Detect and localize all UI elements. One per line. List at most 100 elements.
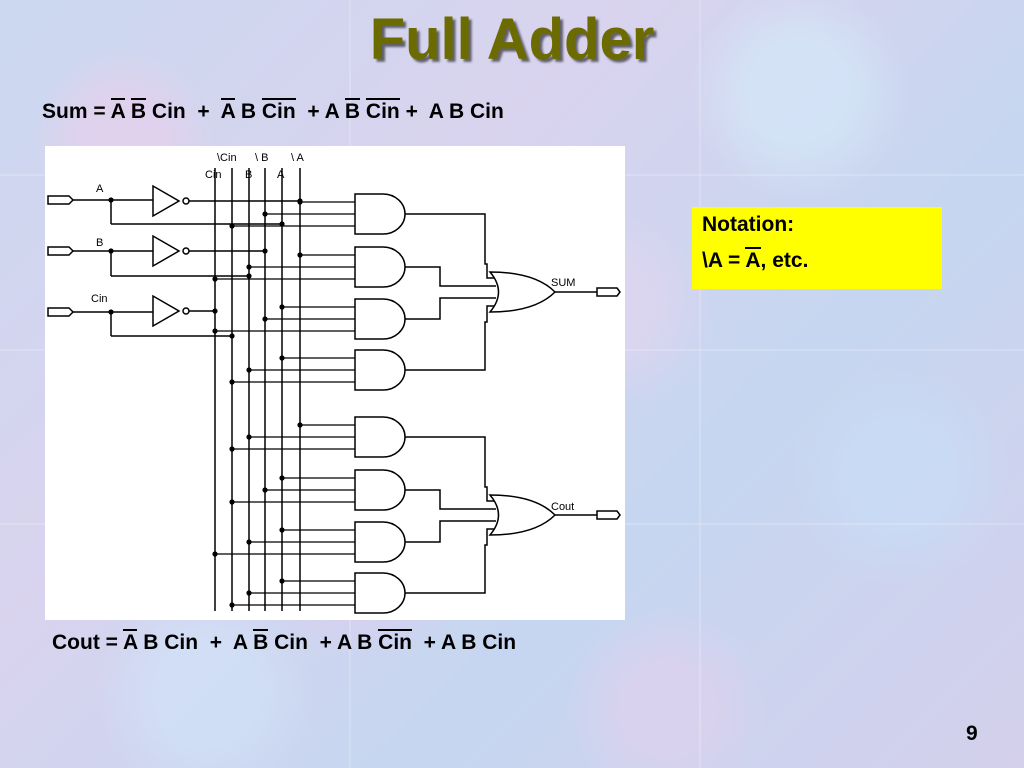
and-gate [354, 193, 406, 235]
junction-dot [212, 276, 218, 282]
notation-line: \A = A, etc. [702, 247, 932, 273]
sum-term-not-b: B [130, 98, 147, 123]
junction-dot [212, 308, 218, 314]
and-gate [354, 521, 406, 563]
bus-label-not-b: \ B [255, 152, 268, 164]
bus-label-b: B [245, 169, 252, 181]
junction-dot [262, 316, 268, 322]
junction-dot [279, 578, 285, 584]
junction-dot [279, 221, 285, 227]
junction-dot [108, 197, 114, 203]
junction-dot [229, 499, 235, 505]
sum-equation: Sum = A B Cin + A B Cin + A B Cin + A B … [42, 98, 504, 124]
bus-label-not-a: \ A [291, 152, 305, 164]
junction-dot [279, 355, 285, 361]
junction-dot [246, 367, 252, 373]
sum-term-not-a: A [110, 98, 126, 123]
junction-dot [297, 198, 303, 204]
cout-plus: + [423, 631, 436, 654]
and-gate [354, 469, 406, 511]
notation-heading: Notation: [702, 213, 795, 236]
slide-title: Full Adder [369, 7, 655, 72]
junction-dot [212, 551, 218, 557]
sum-plus: + [197, 100, 210, 123]
junction-dot [229, 379, 235, 385]
and-gate [354, 349, 406, 391]
bus-label-not-cin: \Cin [217, 152, 237, 164]
sum-term-a: A [324, 100, 340, 123]
junction-dot [212, 328, 218, 334]
sum-term-b: B [240, 100, 256, 123]
junction-dot [262, 211, 268, 217]
cout-plus: + [209, 631, 222, 654]
cout-term-ab: A B [336, 631, 373, 654]
junction-dot [108, 309, 114, 315]
and-gate [354, 416, 406, 458]
cout-plus: + [319, 631, 332, 654]
and-gate [354, 246, 406, 288]
junction-dot [297, 252, 303, 258]
junction-dot [229, 602, 235, 608]
sum-plus: + [307, 100, 320, 123]
sum-term-not-a: A [220, 98, 235, 123]
junction-dot [246, 590, 252, 596]
input-label-a: A [96, 183, 104, 195]
bus-label-cin: Cin [205, 169, 222, 181]
and-gate [354, 572, 406, 614]
bus-label-a: A [277, 169, 285, 181]
output-label-cout: Cout [551, 501, 574, 513]
cout-equation: Cout = A B Cin + A B Cin + A B Cin + A B… [52, 629, 517, 655]
or-gate-cout [488, 494, 557, 536]
cout-prefix: Cout = [52, 631, 123, 654]
sum-plus: + [405, 100, 418, 123]
sum-term-not-b: B [344, 98, 361, 123]
junction-dot [279, 475, 285, 481]
sum-term-not-cin: Cin [261, 98, 296, 123]
full-adder-circuit-diagram: \Cin \ B \ A Cin B A A B Cin SUM Cout [45, 146, 625, 620]
circuit-svg: \Cin \ B \ A Cin B A A B Cin SUM Cout [47, 152, 621, 614]
junction-dot [108, 248, 114, 254]
notation-prefix: \A = [702, 249, 746, 272]
input-pin-cin [47, 307, 75, 317]
junction-dot [279, 527, 285, 533]
page-number: 9 [966, 722, 978, 745]
junction-dot [262, 487, 268, 493]
junction-dot [229, 333, 235, 339]
inverter-cin [152, 294, 181, 328]
notation-suffix: , etc. [760, 249, 809, 272]
sum-term-cin: Cin [151, 100, 186, 123]
junction-dot [297, 422, 303, 428]
notation-box: Notation: \A = A, etc. [692, 207, 942, 289]
junction-dot [262, 248, 268, 254]
junction-dot [246, 264, 252, 270]
output-label-sum: SUM [551, 277, 575, 289]
cout-term-not-a: A [122, 629, 138, 654]
cout-term-cin: Cin [274, 631, 308, 654]
cout-term-not-b: B [253, 629, 269, 654]
junction-dot [246, 273, 252, 279]
or-gate-sum [488, 271, 557, 313]
junction-dot [279, 304, 285, 310]
junction-dot [229, 223, 235, 229]
junction-dot [246, 434, 252, 440]
junction-dot [229, 446, 235, 452]
input-pin-b [47, 246, 75, 256]
inverter-b [152, 234, 181, 268]
cout-term-abc: A B Cin [441, 631, 517, 654]
input-label-b: B [96, 237, 103, 249]
sum-term-abc: A B Cin [428, 100, 504, 123]
sum-prefix: Sum = [42, 100, 111, 123]
output-pin-cout [596, 510, 621, 520]
output-pin-sum [596, 287, 621, 297]
and-gate [354, 298, 406, 340]
notation-overlined-a: A [745, 247, 761, 272]
input-pin-a [47, 195, 75, 205]
junction-dot [246, 539, 252, 545]
input-label-cin: Cin [91, 293, 108, 305]
cout-term-b-cin: B Cin [143, 631, 199, 654]
sum-term-not-cin: Cin [365, 98, 400, 123]
cout-term-a: A [232, 631, 248, 654]
background-seam [699, 0, 701, 768]
inverter-a [152, 184, 181, 218]
cout-term-not-cin: Cin [378, 629, 412, 654]
